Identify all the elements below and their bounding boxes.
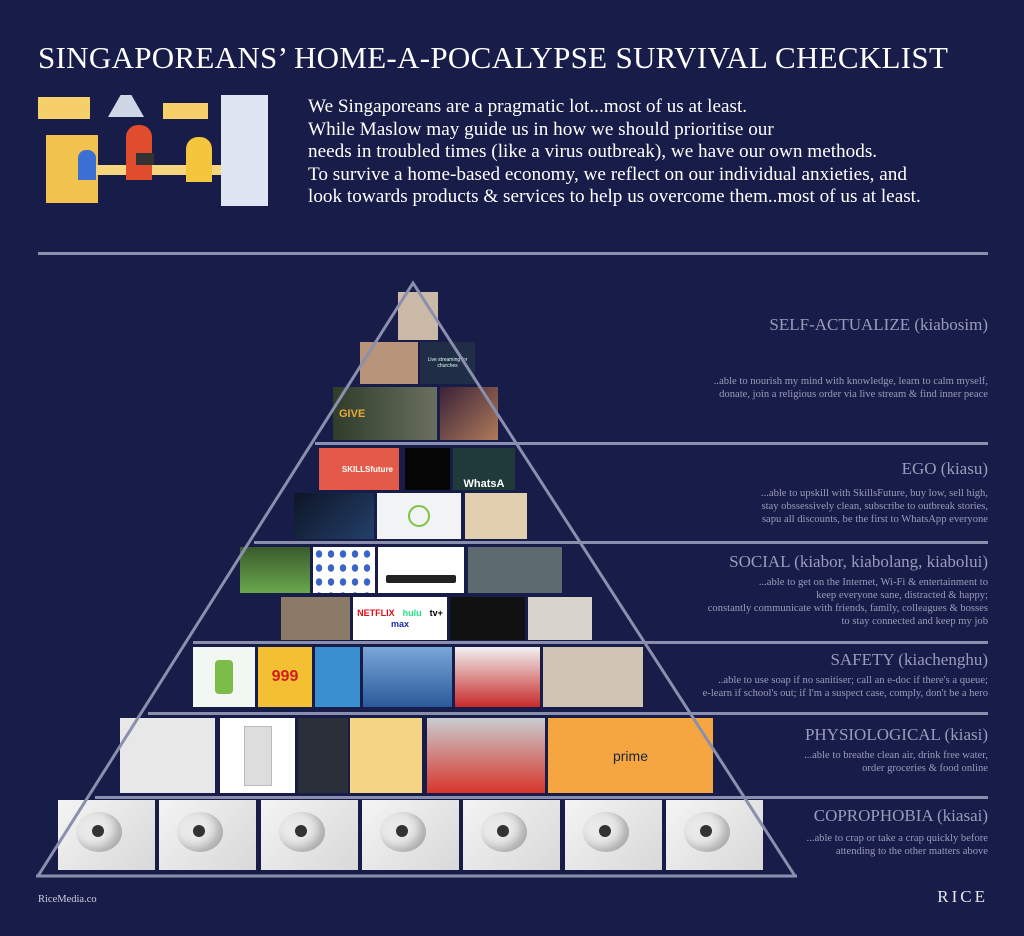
whatsapp-image: WhatsA	[453, 448, 515, 490]
amazon-prime-image: prime	[548, 718, 713, 793]
level-ego: EGO (kiasu) ...able to upskill with Skil…	[761, 459, 988, 526]
level-description: ...able to get on the Internet, Wi-Fi & …	[707, 577, 988, 627]
level-heading: PHYSIOLOGICAL (kiasi)	[804, 725, 988, 744]
netflix-logo: NETFLIX	[357, 608, 395, 618]
level-divider	[254, 541, 988, 544]
intro-line: To survive a home-based economy, we refl…	[308, 163, 907, 185]
vr-tv-image	[281, 597, 350, 640]
sanitiser-image	[193, 647, 255, 707]
toilet-roll-image	[362, 800, 459, 870]
sale-icon-image	[405, 448, 450, 490]
apple-tv-logo: tv+	[429, 608, 443, 618]
news-app-image	[465, 493, 527, 539]
level-coprophobia: COPROPHOBIA (kiasai) ...able to crap or …	[807, 806, 988, 858]
level-physiological: PHYSIOLOGICAL (kiasi) ...able to breathe…	[804, 725, 988, 775]
level-description: ...able to breathe clean air, drink free…	[804, 750, 988, 774]
e-doctor-image	[315, 647, 360, 707]
wifi-router-image	[378, 547, 464, 593]
level-divider	[193, 641, 988, 644]
pug-image	[528, 597, 592, 640]
stock-chart-image	[294, 493, 374, 539]
max-logo: max	[390, 619, 409, 629]
hospital-image	[363, 647, 452, 707]
toilet-roll-image	[666, 800, 763, 870]
header-divider	[38, 252, 988, 255]
social-apps-image	[313, 547, 375, 593]
phone-prayer-image	[440, 387, 498, 440]
level-social: SOCIAL (kiabor, kiabolang, kiabolui) ...…	[708, 552, 988, 628]
video-call-image	[468, 547, 562, 593]
meditation-image	[398, 292, 438, 340]
toilet-roll-image	[261, 800, 358, 870]
instant-noodles-image	[350, 718, 422, 793]
rice-logo: RICE	[937, 887, 988, 906]
level-divider	[315, 442, 988, 445]
source-credit: RiceMedia.co	[38, 894, 97, 905]
first-aid-kit-image	[120, 718, 215, 793]
live-stream-church-image: Live streaming for churches	[420, 342, 475, 384]
level-description: ...able to upskill with SkillsFuture, bu…	[760, 488, 988, 525]
water-bottles-image	[298, 718, 348, 793]
toilet-roll-image	[463, 800, 560, 870]
facetime-image	[450, 597, 525, 640]
level-heading: SOCIAL (kiabor, kiabolang, kiabolui)	[729, 552, 988, 571]
analytics-image	[377, 493, 461, 539]
streaming-services-image: NETFLIX hulu tv+ max	[353, 597, 447, 640]
level-description: ..able to use soap if no sanitiser; call…	[702, 675, 988, 699]
family-home-illustration	[38, 95, 268, 206]
gaming-image	[240, 547, 310, 593]
level-description: ..able to nourish my mind with knowledge…	[713, 376, 988, 400]
intro-line: We Singaporeans are a pragmatic lot...mo…	[308, 96, 748, 117]
ambulance-image	[455, 647, 540, 707]
intro-line: While Maslow may guide us in how we shou…	[308, 118, 774, 140]
hulu-logo: hulu	[402, 608, 422, 618]
toilet-roll-image	[565, 800, 662, 870]
level-divider	[95, 796, 988, 799]
grocery-delivery-image	[427, 718, 545, 793]
level-divider	[148, 712, 988, 715]
page-title: SINGAPOREANS’ HOME-A-POCALYPSE SURVIVAL …	[38, 40, 949, 75]
air-purifier-image	[220, 718, 295, 793]
level-heading: COPROPHOBIA (kiasai)	[813, 806, 988, 825]
level-description: ...able to crap or take a crap quickly b…	[806, 833, 988, 857]
toilet-roll-image	[58, 800, 155, 870]
intro-text: We Singaporeans are a pragmatic lot...mo…	[308, 96, 921, 209]
intro-line: look towards products & services to help…	[308, 186, 921, 207]
toilet-roll-image	[159, 800, 256, 870]
intro-line: needs in troubled times (like a virus ou…	[308, 141, 878, 162]
screening-image	[543, 647, 643, 707]
level-heading: SELF-ACTUALIZE (kiabosim)	[769, 315, 988, 334]
level-heading: SAFETY (kiachenghu)	[830, 650, 988, 669]
soap-image: 999	[258, 647, 312, 707]
level-safety: SAFETY (kiachenghu) ..able to use soap i…	[703, 650, 988, 700]
give-donation-image: GIVE	[333, 387, 437, 440]
skillsfuture-image: SKILLSfuture	[319, 448, 399, 490]
level-self-actualize: SELF-ACTUALIZE (kiabosim) ..able to nour…	[714, 315, 988, 401]
level-heading: EGO (kiasu)	[901, 459, 988, 478]
